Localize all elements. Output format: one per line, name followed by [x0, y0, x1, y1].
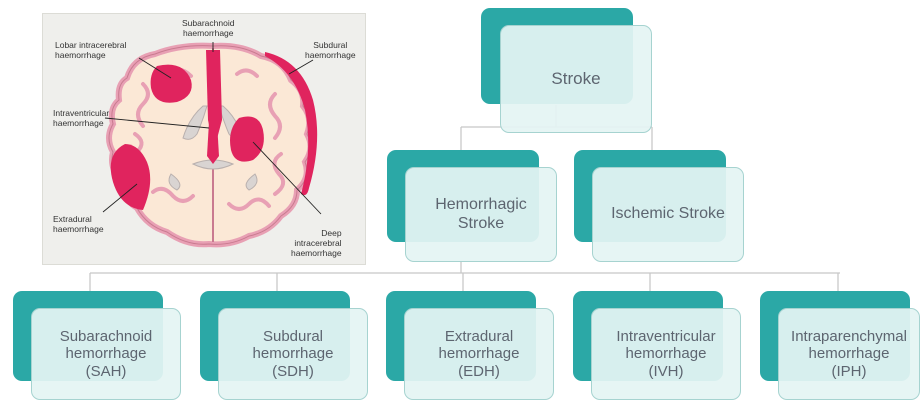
node-ischemic-label: Ischemic Stroke: [611, 205, 725, 223]
node-ivh: Intraventricular hemorrhage (IVH): [573, 291, 741, 398]
label-subarachnoid: Subarachnoid haemorrhage: [182, 18, 234, 38]
label-intraventricular: Intraventricular haemorrhage: [53, 108, 109, 128]
label-subarachnoid-1: Subarachnoid: [182, 18, 234, 28]
label-lobar: Lobar intracerebral haemorrhage: [55, 40, 126, 60]
brain-illustration: Subarachnoid haemorrhage Lobar intracere…: [42, 13, 366, 265]
node-edh-box: Extradural hemorrhage (EDH): [404, 308, 554, 400]
node-hemorrhagic-label-2: Stroke: [458, 215, 504, 233]
node-ischemic-box: Ischemic Stroke: [592, 167, 744, 262]
node-ischemic-stroke: Ischemic Stroke: [574, 150, 744, 262]
node-sah-label-3: (SAH): [86, 363, 127, 380]
node-sah-label-1: Subarachnoid: [60, 328, 153, 345]
node-sdh-label-3: (SDH): [272, 363, 314, 380]
label-subdural-2: haemorrhage: [305, 50, 356, 60]
label-deep-3: haemorrhage: [291, 248, 342, 258]
node-stroke-label: Stroke: [551, 69, 600, 89]
node-iph-label-1: Intraparenchymal: [791, 328, 907, 345]
label-extradural-2: haemorrhage: [53, 224, 104, 234]
label-extradural: Extradural haemorrhage: [53, 214, 104, 234]
node-hemorrhagic-stroke: Hemorrhagic Stroke: [387, 150, 557, 262]
node-ivh-label-1: Intraventricular: [616, 328, 715, 345]
node-iph: Intraparenchymal hemorrhage (IPH): [760, 291, 920, 398]
node-sah-box: Subarachnoid hemorrhage (SAH): [31, 308, 181, 400]
node-ivh-label-3: (IVH): [649, 363, 684, 380]
node-iph-label-3: (IPH): [832, 363, 867, 380]
label-deep-1: Deep: [291, 228, 342, 238]
label-subdural: Subdural haemorrhage: [305, 40, 356, 60]
node-sah-label-2: hemorrhage: [66, 345, 147, 362]
label-lobar-1: Lobar intracerebral: [55, 40, 126, 50]
label-subarachnoid-2: haemorrhage: [182, 28, 234, 38]
node-edh: Extradural hemorrhage (EDH): [386, 291, 554, 398]
node-sdh-label-1: Subdural: [263, 328, 323, 345]
label-lobar-2: haemorrhage: [55, 50, 126, 60]
node-edh-label-1: Extradural: [445, 328, 513, 345]
node-sah: Subarachnoid hemorrhage (SAH): [13, 291, 181, 398]
node-edh-label-2: hemorrhage: [439, 345, 520, 362]
node-hemorrhagic-box: Hemorrhagic Stroke: [405, 167, 557, 262]
node-sdh-box: Subdural hemorrhage (SDH): [218, 308, 368, 400]
node-iph-label-2: hemorrhage: [809, 345, 890, 362]
label-intraventricular-2: haemorrhage: [53, 118, 109, 128]
node-ivh-label-2: hemorrhage: [626, 345, 707, 362]
label-extradural-1: Extradural: [53, 214, 104, 224]
node-edh-label-3: (EDH): [458, 363, 500, 380]
node-stroke-box: Stroke: [500, 25, 652, 133]
node-iph-box: Intraparenchymal hemorrhage (IPH): [778, 308, 920, 400]
node-stroke: Stroke: [481, 8, 653, 133]
node-hemorrhagic-label-1: Hemorrhagic: [435, 196, 527, 214]
node-sdh: Subdural hemorrhage (SDH): [200, 291, 368, 398]
node-ivh-box: Intraventricular hemorrhage (IVH): [591, 308, 741, 400]
label-intraventricular-1: Intraventricular: [53, 108, 109, 118]
node-sdh-label-2: hemorrhage: [253, 345, 334, 362]
label-deep-2: intracerebral: [291, 238, 342, 248]
label-deep: Deep intracerebral haemorrhage: [291, 228, 342, 258]
label-subdural-1: Subdural: [305, 40, 356, 50]
